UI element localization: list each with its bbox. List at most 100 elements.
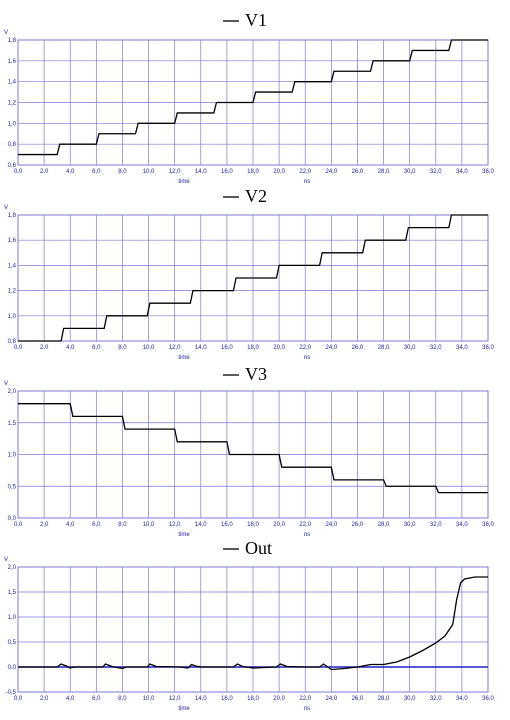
y-tick-label: 1,8	[8, 38, 17, 44]
x-tick-label: 24,0	[325, 696, 337, 702]
x-tick-label: 0,0	[14, 522, 23, 528]
chart-title: Out	[245, 538, 272, 558]
x-tick-label: 22,0	[299, 169, 311, 175]
y-tick-label: 2,0	[8, 565, 17, 571]
x-tick-label: 12,0	[169, 522, 181, 528]
x-tick-label: 4,0	[66, 696, 75, 702]
x-tick-label: 28,0	[378, 696, 390, 702]
x-tick-label: 0,0	[14, 696, 23, 702]
x-tick-label: 34,0	[456, 169, 468, 175]
chart-title: V3	[245, 364, 267, 384]
x-tick-label: 6,0	[92, 522, 101, 528]
x-axis-unit: ns	[304, 179, 310, 185]
plot-frame	[17, 566, 489, 693]
x-tick-label: 32,0	[430, 345, 442, 351]
plot-frame	[17, 390, 489, 519]
y-tick-label: 1,0	[8, 121, 17, 127]
x-tick-label: 12,0	[169, 696, 181, 702]
x-tick-label: 8,0	[118, 696, 127, 702]
y-tick-label: 1,5	[8, 421, 17, 427]
x-tick-label: 34,0	[456, 696, 468, 702]
x-tick-label: 4,0	[66, 169, 75, 175]
x-tick-label: 16,0	[221, 696, 233, 702]
x-axis-label: time	[178, 706, 190, 712]
y-tick-label: 0,6	[8, 163, 17, 169]
x-tick-label: 10,0	[143, 696, 155, 702]
x-tick-label: 36,0	[482, 345, 494, 351]
y-tick-label: 1,8	[8, 213, 17, 219]
x-tick-label: 20,0	[273, 345, 285, 351]
plot-frame	[17, 39, 489, 166]
x-tick-label: 18,0	[247, 169, 259, 175]
x-tick-label: 2,0	[40, 522, 49, 528]
series-line	[18, 576, 488, 671]
y-tick-label: 0,8	[8, 142, 17, 148]
x-tick-label: 6,0	[92, 169, 101, 175]
y-tick-label: 1,0	[8, 453, 17, 459]
plot-frame	[17, 214, 489, 342]
x-axis-label: time	[178, 532, 190, 538]
x-tick-label: 12,0	[169, 169, 181, 175]
x-tick-label: 6,0	[92, 345, 101, 351]
y-tick-label: 1,2	[8, 101, 17, 107]
x-tick-label: 26,0	[352, 696, 364, 702]
x-tick-label: 30,0	[404, 169, 416, 175]
x-tick-label: 2,0	[40, 696, 49, 702]
x-tick-label: 24,0	[325, 169, 337, 175]
x-tick-label: 10,0	[143, 522, 155, 528]
x-tick-label: 20,0	[273, 169, 285, 175]
x-tick-label: 12,0	[169, 345, 181, 351]
x-tick-label: 20,0	[273, 522, 285, 528]
x-tick-label: 24,0	[325, 522, 337, 528]
y-tick-label: -0,5	[6, 690, 17, 696]
chart-title: V2	[245, 186, 267, 206]
x-tick-label: 26,0	[352, 522, 364, 528]
x-axis-unit: ns	[304, 706, 310, 712]
y-tick-label: 1,0	[8, 314, 17, 320]
x-tick-label: 2,0	[40, 345, 49, 351]
x-tick-label: 36,0	[482, 522, 494, 528]
y-tick-label: 1,4	[8, 80, 17, 86]
x-tick-label: 14,0	[195, 522, 207, 528]
x-tick-label: 34,0	[456, 345, 468, 351]
x-tick-label: 24,0	[325, 345, 337, 351]
x-tick-label: 18,0	[247, 522, 259, 528]
x-axis-label: time	[178, 355, 190, 361]
x-tick-label: 2,0	[40, 169, 49, 175]
x-tick-label: 0,0	[14, 169, 23, 175]
y-tick-label: 0,0	[8, 516, 17, 522]
y-axis-label: V	[4, 381, 8, 387]
series-line	[18, 39, 488, 156]
x-tick-label: 20,0	[273, 696, 285, 702]
y-tick-label: 1,6	[8, 238, 17, 244]
x-tick-label: 36,0	[482, 169, 494, 175]
y-tick-label: 1,5	[8, 590, 17, 596]
y-tick-label: 1,0	[8, 615, 17, 621]
x-axis-label: time	[178, 179, 190, 185]
y-tick-label: 0,5	[8, 484, 17, 490]
x-tick-label: 16,0	[221, 169, 233, 175]
x-tick-label: 28,0	[378, 169, 390, 175]
x-tick-label: 34,0	[456, 522, 468, 528]
y-tick-label: 0,5	[8, 640, 17, 646]
series-line	[18, 403, 488, 494]
x-tick-label: 28,0	[378, 522, 390, 528]
y-tick-label: 0,8	[8, 339, 17, 345]
y-tick-label: 1,6	[8, 59, 17, 65]
x-tick-label: 14,0	[195, 696, 207, 702]
x-tick-label: 4,0	[66, 345, 75, 351]
x-tick-label: 22,0	[299, 522, 311, 528]
x-tick-label: 14,0	[195, 345, 207, 351]
y-axis-label: V	[4, 205, 8, 211]
x-tick-label: 26,0	[352, 169, 364, 175]
x-tick-label: 8,0	[118, 522, 127, 528]
x-tick-label: 30,0	[404, 696, 416, 702]
x-tick-label: 22,0	[299, 345, 311, 351]
x-tick-label: 22,0	[299, 696, 311, 702]
y-tick-label: 2,0	[8, 389, 17, 395]
x-tick-label: 32,0	[430, 696, 442, 702]
